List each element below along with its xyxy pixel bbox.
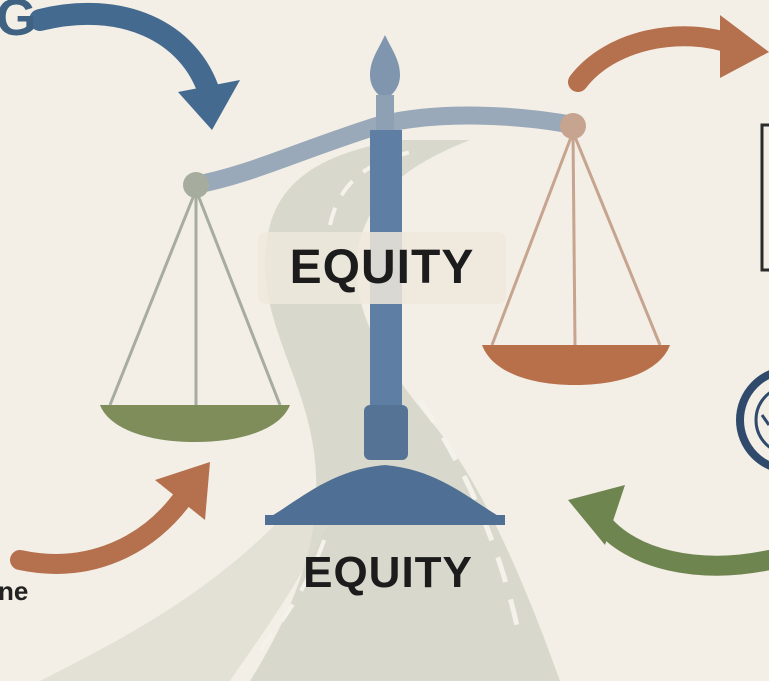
right-frame-fragment [760, 123, 769, 272]
circle-badge-fragment-icon [736, 370, 769, 470]
bottom-left-text-fragment: ne [0, 576, 29, 606]
curved-arrow-green-icon [568, 485, 769, 576]
equity-center-label: EQUITY [258, 232, 506, 304]
top-left-text-fragment: G [0, 0, 37, 47]
curved-arrow-orange-icon [568, 15, 769, 92]
curved-arrow-blue-icon [29, 2, 240, 130]
curved-arrow-orange-bottom-icon [10, 462, 210, 574]
equity-base-label: EQUITY [303, 548, 473, 597]
